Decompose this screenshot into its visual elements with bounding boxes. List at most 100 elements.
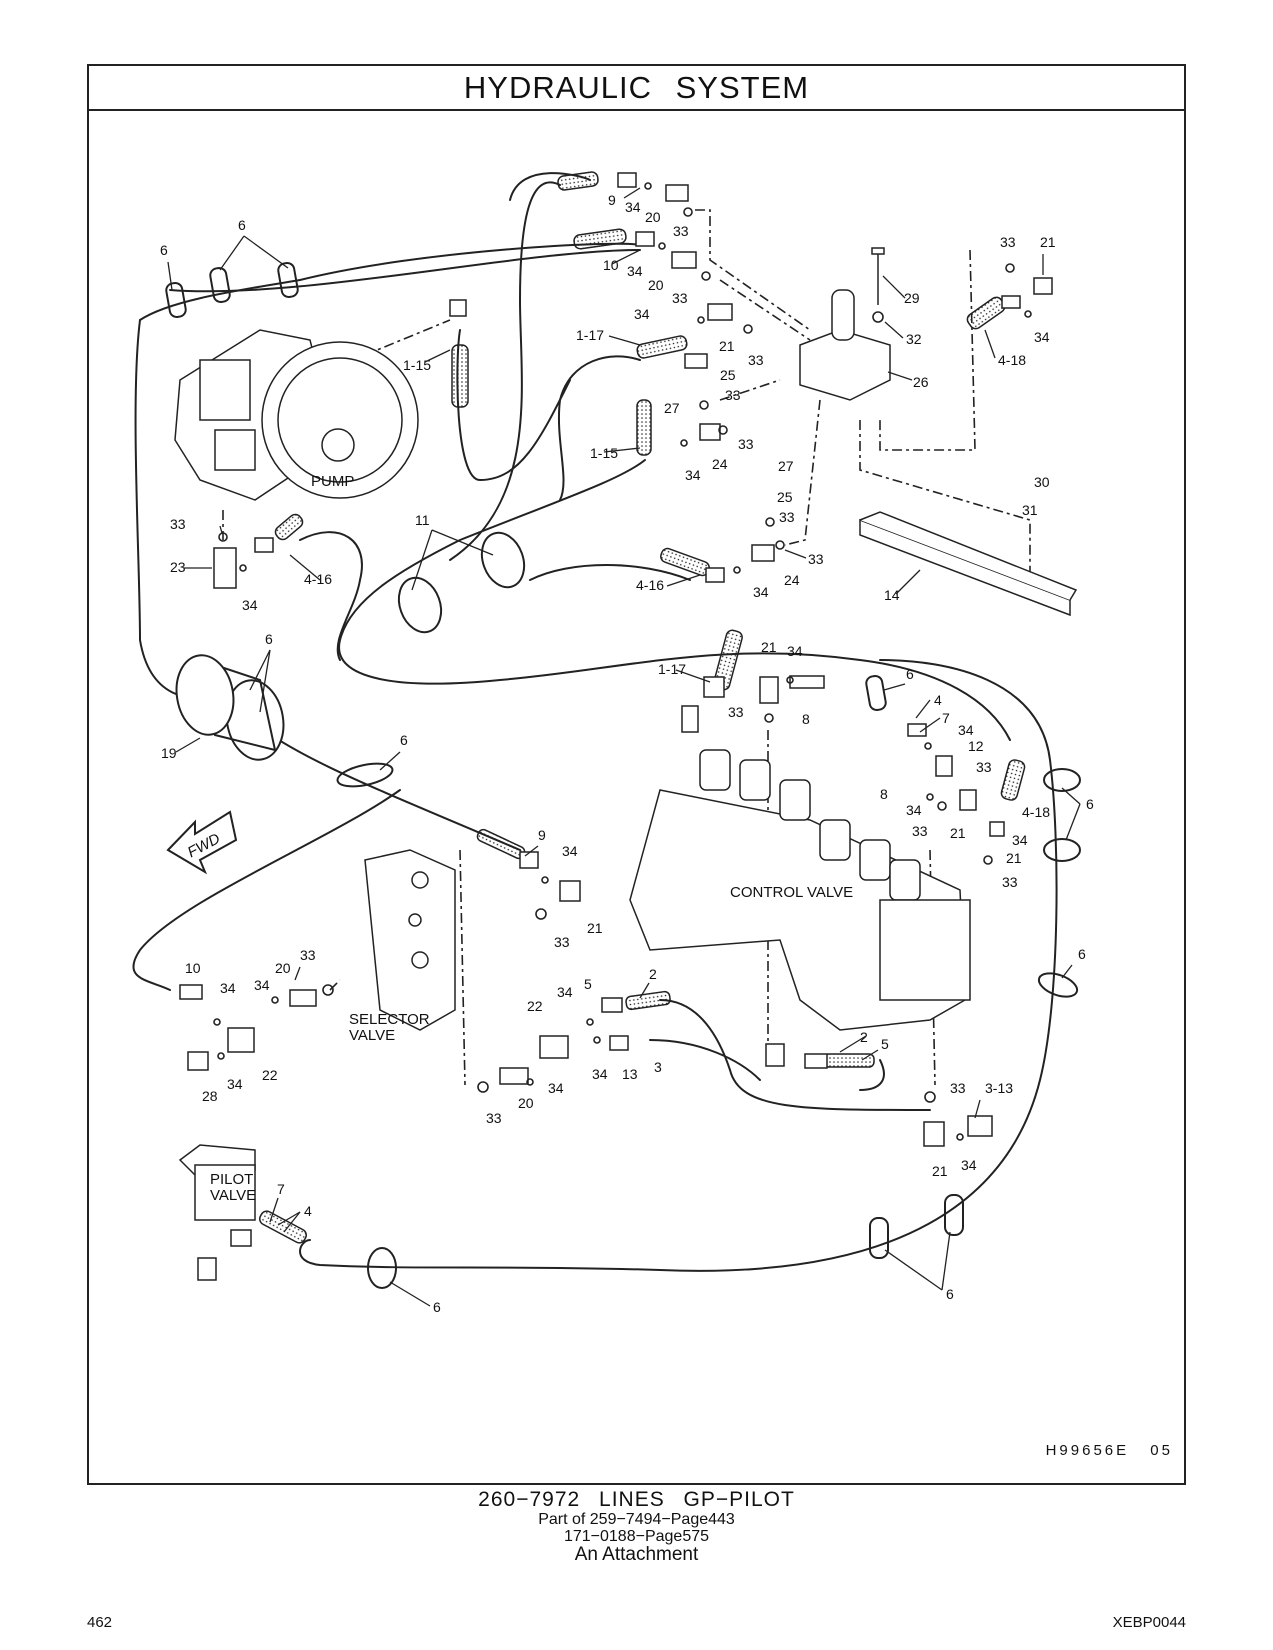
callout-12: 12: [968, 738, 984, 754]
callout-34: 34: [1034, 329, 1050, 345]
callout-34: 34: [627, 263, 643, 279]
callout-34: 34: [592, 1066, 608, 1082]
callout-10: 10: [603, 257, 619, 273]
diagram-frame: HYDRAULIC SYSTEM: [87, 64, 1186, 1485]
callout-7: 7: [277, 1181, 285, 1197]
callout-34: 34: [254, 977, 270, 993]
callout-5: 5: [881, 1036, 889, 1052]
caption-line-4: An Attachment: [574, 1544, 699, 1565]
callout-33: 33: [486, 1110, 502, 1126]
callout-leader-line: [379, 751, 401, 771]
callout-1-17: 1-17: [658, 661, 686, 677]
callout-leader-line: [389, 1281, 431, 1307]
callout-leader-line: [883, 683, 906, 691]
callout-4: 4: [934, 692, 942, 708]
callout-33: 33: [950, 1080, 966, 1096]
callout-6: 6: [946, 1286, 954, 1302]
callout-leader-line: [974, 1099, 981, 1119]
control-valve-label: CONTROL VALVE: [730, 884, 853, 901]
callout-6: 6: [265, 631, 273, 647]
control-valve-assembly: [629, 749, 971, 1031]
hose-clamps: [165, 261, 1081, 1289]
callout-9: 9: [538, 827, 546, 843]
callout-32: 32: [906, 331, 922, 347]
callout-leader-line: [167, 261, 173, 291]
callout-10: 10: [185, 960, 201, 976]
callout-leader-line: [219, 235, 245, 271]
title-bar: HYDRAULIC SYSTEM: [89, 66, 1184, 111]
callout-2: 2: [649, 966, 657, 982]
callout-20: 20: [648, 277, 664, 293]
callout-34: 34: [220, 980, 236, 996]
callout-25: 25: [777, 489, 793, 505]
callout-leader-line: [608, 335, 641, 346]
callout-22: 22: [262, 1067, 278, 1083]
callout-34: 34: [625, 199, 641, 215]
callout-leader-line: [941, 1231, 951, 1291]
callout-20: 20: [518, 1095, 534, 1111]
callout-leader-line: [666, 574, 701, 587]
callout-1-15: 1-15: [403, 357, 431, 373]
callout-leader-line: [243, 235, 289, 269]
callout-21: 21: [761, 639, 777, 655]
callout-31: 31: [1022, 502, 1038, 518]
callout-33: 33: [300, 947, 316, 963]
pump-assembly: [174, 329, 419, 501]
callout-leader-line: [411, 529, 433, 591]
callout-leader-line: [895, 569, 921, 595]
callout-33: 33: [725, 387, 741, 403]
callout-19: 19: [161, 745, 177, 761]
callout-leader-line: [861, 1049, 879, 1061]
callout-33: 33: [728, 704, 744, 720]
callout-34: 34: [685, 467, 701, 483]
selector-valve-label-line1: SELECTOR: [349, 1011, 430, 1028]
page-title: HYDRAULIC SYSTEM: [463, 69, 810, 105]
callout-6: 6: [433, 1299, 441, 1315]
callout-leader-line: [984, 329, 996, 359]
callout-23: 23: [170, 559, 186, 575]
doc-code: XEBP0044: [1112, 1614, 1186, 1631]
callout-33: 33: [738, 436, 754, 452]
callout-26: 26: [913, 374, 929, 390]
callout-25: 25: [720, 367, 736, 383]
callout-27: 27: [664, 400, 680, 416]
callout-29: 29: [904, 290, 920, 306]
caption-line-3: 171−0188−Page575: [563, 1528, 710, 1545]
callout-34: 34: [753, 584, 769, 600]
callout-33: 33: [554, 934, 570, 950]
page-number: 462: [87, 1614, 113, 1631]
callout-1-17: 1-17: [576, 327, 604, 343]
callout-4-18: 4-18: [998, 352, 1026, 368]
callout-20: 20: [275, 960, 291, 976]
callout-leader-line: [639, 982, 650, 999]
callout-33: 33: [779, 509, 795, 525]
callout-leader-line: [611, 249, 641, 265]
callout-11: 11: [415, 512, 430, 528]
callout-20: 20: [645, 209, 661, 225]
callout-33: 33: [673, 223, 689, 239]
callout-21: 21: [587, 920, 603, 936]
callout-4-16: 4-16: [636, 577, 664, 593]
callout-6: 6: [238, 217, 246, 233]
callout-leader-line: [249, 649, 271, 691]
callout-24: 24: [784, 572, 800, 588]
callout-leader-line: [884, 1249, 943, 1291]
callout-8: 8: [802, 711, 810, 727]
fwd-arrow-icon: FWD: [166, 810, 238, 875]
callout-34: 34: [1012, 832, 1028, 848]
callout-leader-line: [839, 1035, 867, 1053]
callout-leader-line: [283, 1211, 301, 1233]
callout-6: 6: [160, 242, 168, 258]
caption-part-title: 260−7972 LINES GP−PILOT: [478, 1488, 795, 1511]
callout-leader-line: [219, 525, 223, 534]
callout-leader-line: [675, 669, 711, 683]
filter-canister: [175, 654, 285, 761]
hose-sleeves: [259, 171, 1026, 1244]
callout-1-15: 1-15: [590, 445, 618, 461]
mounting-plate: [859, 511, 1078, 617]
callout-leader-line: [424, 349, 451, 363]
callout-33: 33: [912, 823, 928, 839]
callout-6: 6: [906, 666, 914, 682]
pilot-valve-assembly: [178, 1144, 256, 1221]
